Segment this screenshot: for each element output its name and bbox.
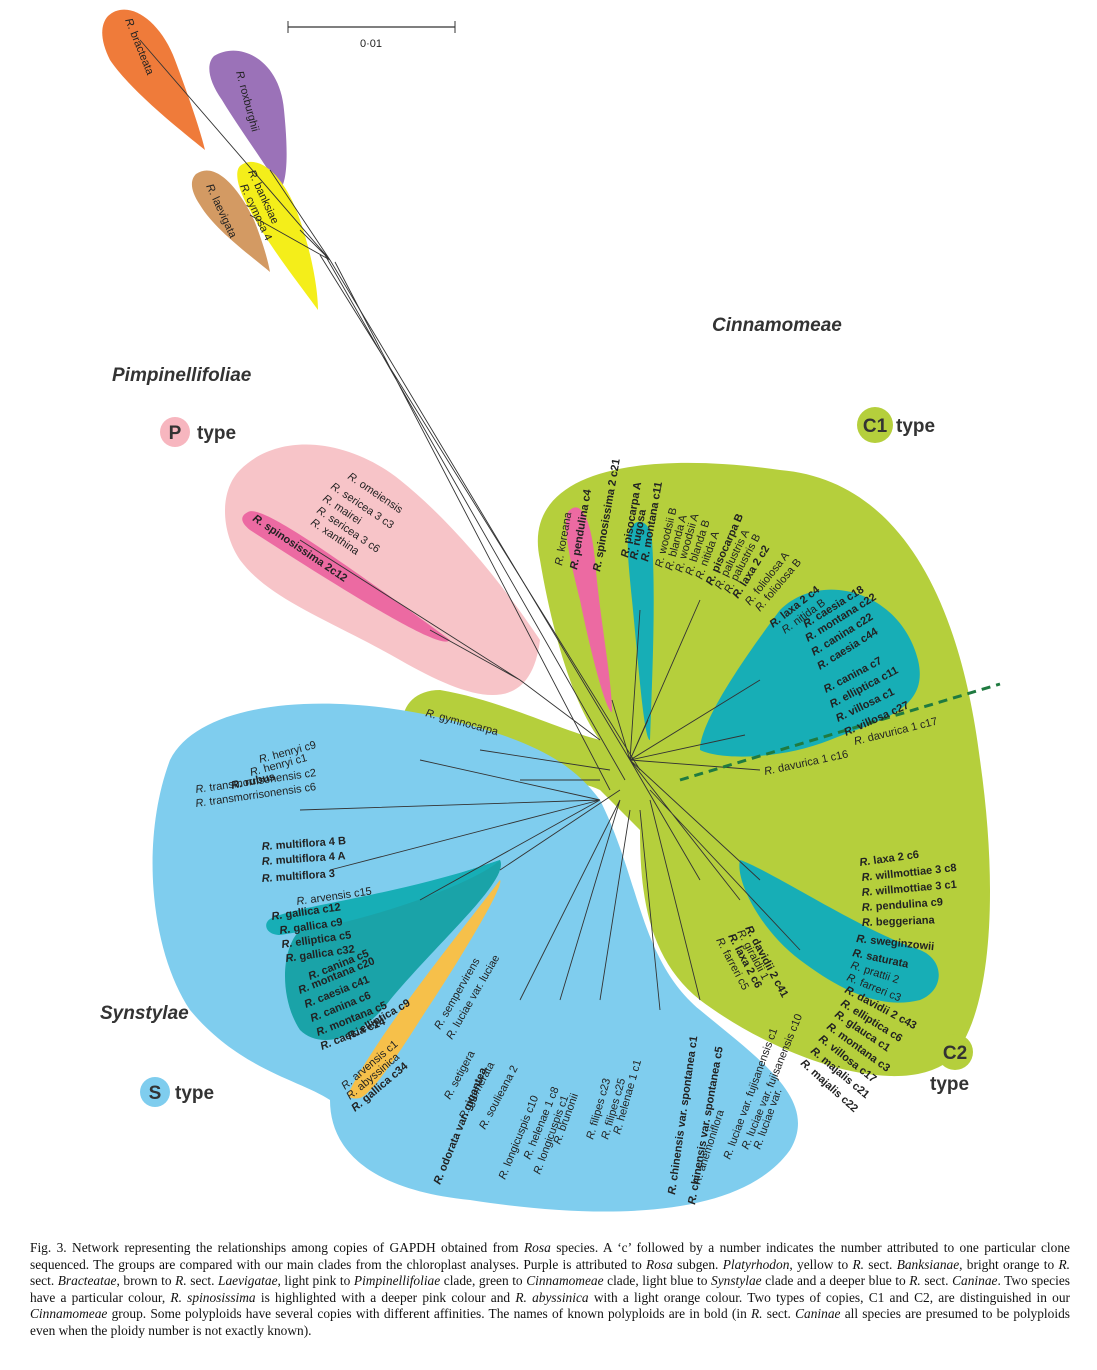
caption-segment: all species are presumed to be polyploid…: [30, 1306, 1070, 1338]
caption-segment: Platyrhodon: [722, 1256, 790, 1272]
caption-segment: R.: [175, 1273, 187, 1288]
elliptica-c5-highlight: [266, 860, 500, 935]
caption-segment: species. A ‘c’ followed by a number indi…: [30, 1240, 1070, 1272]
caption-segment: clade and a deeper blue to: [761, 1273, 910, 1288]
caption-segment: Bracteatae: [57, 1273, 117, 1288]
caption-segment: group. Some polyploids have several copi…: [107, 1306, 751, 1321]
taxon-label: R. multiflora 3: [261, 868, 335, 885]
caninae-c1-region: [700, 589, 920, 757]
caption-segment: clade, light blue to: [603, 1273, 712, 1288]
taxon-label: R. beggeriana: [862, 914, 936, 929]
spinosissima-c21-highlight: [565, 507, 612, 712]
network-edges: [139, 39, 801, 1011]
caninae-s-region: [285, 860, 501, 1040]
caption-segment: clade, green to: [440, 1273, 527, 1288]
caption-segment: Laevigatae: [218, 1273, 278, 1288]
svg-text:C1: C1: [863, 416, 888, 437]
caption-segment: Cinnamomeae: [526, 1273, 604, 1288]
caption-segment: sect.: [30, 1273, 58, 1288]
caption-segment: R.: [852, 1256, 864, 1272]
scale-bar: 0·01: [287, 21, 456, 50]
caption-segment: Synstylae: [711, 1273, 762, 1288]
caption-segment: sect.: [186, 1273, 219, 1288]
caption-segment: Cinnamomeae: [30, 1306, 108, 1321]
banksiae-region: [237, 161, 318, 310]
svg-text:P: P: [169, 423, 182, 444]
caption-segment: Rosa: [646, 1256, 673, 1272]
c1-c2-divider: [679, 682, 1001, 782]
taxon-label: R. multiflora 4 B: [261, 835, 346, 853]
c1-type-badge: C1 type: [857, 407, 935, 443]
taxon-label: R. pendulina c9: [861, 896, 943, 914]
caption-segment: Caninae: [795, 1306, 841, 1321]
abyssinica-highlight: [348, 880, 501, 1099]
scale-bar-label: 0·01: [360, 38, 382, 50]
caption-segment: . Two species have a particular colour,: [30, 1273, 1070, 1305]
svg-text:type: type: [896, 416, 935, 437]
bracteata-region: [102, 9, 205, 151]
caption-segment: is highlighted with a deeper pink colour…: [255, 1289, 516, 1305]
figure-caption: Fig. 3. Network representing the relatio…: [30, 1240, 1070, 1339]
caption-segment: R.: [1058, 1256, 1070, 1272]
caption-segment: , light pink to: [277, 1273, 354, 1288]
svg-text:S: S: [149, 1083, 162, 1104]
caption-segment: R.: [751, 1306, 763, 1321]
c2-type-badge: C2 type: [930, 1034, 973, 1095]
svg-text:type: type: [930, 1074, 969, 1095]
montana-c11-highlight: [627, 521, 654, 740]
caption-segment: Pimpinellifoliae: [353, 1273, 441, 1288]
caption-segment: Caninae: [952, 1273, 998, 1288]
caption-segment: , brown to: [116, 1273, 176, 1288]
spinosissima-highlight: [242, 511, 450, 642]
laevigata-region: [191, 170, 270, 272]
caption-segment: sect.: [920, 1273, 953, 1288]
svg-text:C2: C2: [943, 1043, 967, 1064]
taxon-label: R. multiflora 4 A: [261, 850, 346, 868]
synstylae-clade-region: [152, 703, 798, 1212]
network-diagram: 0·01 Cinnamomeae Pimpinellifoliae Synsty…: [100, 9, 1001, 1212]
caption-segment: Banksianae: [896, 1256, 960, 1272]
svg-text:type: type: [197, 423, 236, 444]
caption-segment: , yellow to: [789, 1256, 853, 1272]
synstylae-heading: Synstylae: [100, 1003, 189, 1024]
caninae-c2-region: [739, 860, 939, 1003]
svg-text:type: type: [175, 1083, 214, 1104]
caption-segment: R. abyssinica: [515, 1289, 589, 1305]
pimpinellifoliae-heading: Pimpinellifoliae: [112, 365, 252, 386]
cinnamomeae-heading: Cinnamomeae: [712, 315, 842, 336]
caption-segment: with a light orange colour. Two types of…: [588, 1289, 1070, 1305]
caption-segment: Rosa: [524, 1240, 551, 1255]
caption-segment: sect.: [863, 1256, 897, 1272]
caption-segment: R.: [909, 1273, 921, 1288]
roxburghii-region: [209, 50, 287, 190]
caption-segment: , bright orange to: [959, 1256, 1059, 1272]
caption-segment: sect.: [762, 1306, 796, 1321]
caption-segment: Fig. 3. Network representing the relatio…: [30, 1240, 524, 1255]
caption-segment: R. spinosissima: [170, 1289, 256, 1305]
pimpinellifoliae-clade-region: [225, 444, 540, 695]
caption-segment: subgen.: [672, 1256, 723, 1272]
